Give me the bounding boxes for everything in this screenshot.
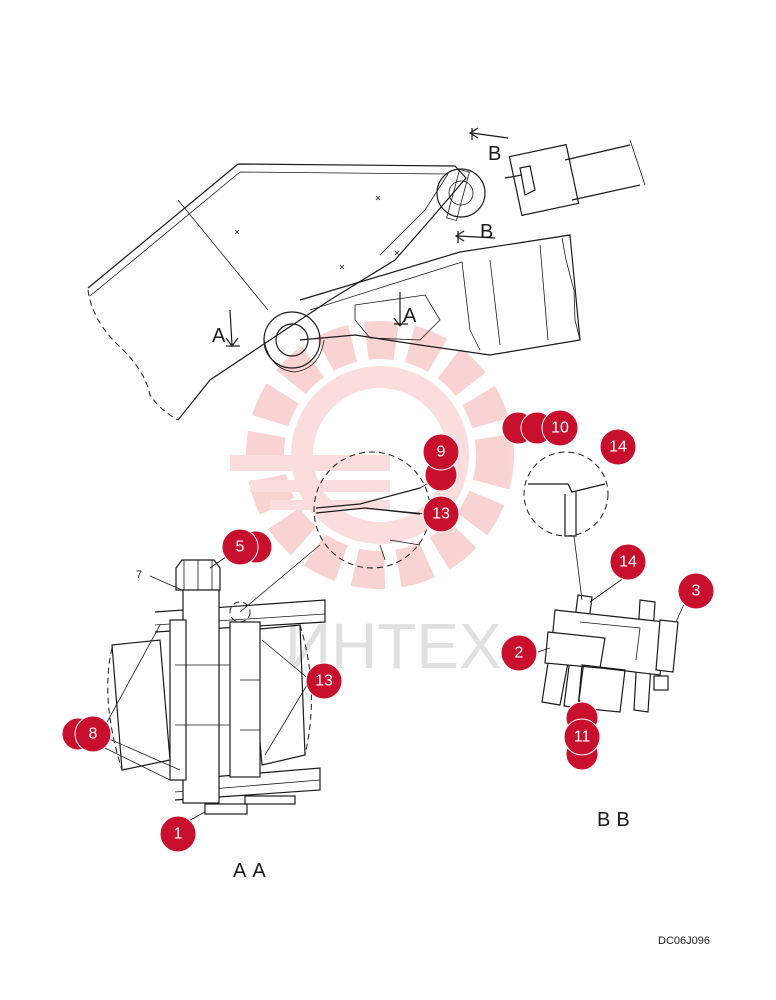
callout-14-bb: 14 [609,543,647,581]
section-marker-a-left: A [212,325,226,347]
svg-text:13: 13 [315,673,333,690]
section-bb-view [537,574,686,751]
callout-11: 11 [563,701,601,771]
section-aa-view [99,544,326,831]
svg-text:8: 8 [89,726,98,743]
svg-text:9: 9 [437,444,446,461]
callout-5: 5 [221,528,273,566]
svg-text:10: 10 [551,420,569,437]
view-caption-aa: AA [233,860,272,882]
callout-14-top: 14 [599,428,637,466]
section-marker-b-bottom: B [480,221,493,243]
callout-2: 2 [500,634,538,672]
svg-text:11: 11 [574,729,591,746]
svg-text:5: 5 [236,539,245,556]
view-caption-bb: BB [597,809,636,831]
svg-text:13: 13 [432,506,450,523]
drawing-code: DC06J096 [658,935,710,947]
callout-10-top: 10 [501,409,579,447]
main-assembly-view [87,127,646,421]
callout-9: 9 [422,433,460,492]
svg-text:2: 2 [515,645,524,662]
callout-1: 1 [159,815,197,853]
callout-7-label: 7 [136,569,142,581]
svg-text:3: 3 [692,583,701,600]
callout-13-detail: 13 [422,495,460,533]
watermark-logo [230,321,514,589]
callout-8: 8 [61,715,112,753]
callout-13-aa: 13 [305,662,343,700]
svg-text:1: 1 [174,826,183,843]
callout-3: 3 [677,572,715,610]
detail-circle-bb [523,451,609,601]
svg-text:14: 14 [609,439,627,456]
svg-text:14: 14 [619,554,637,571]
section-marker-b-top: B [488,143,501,165]
section-marker-a-right: A [403,305,417,327]
